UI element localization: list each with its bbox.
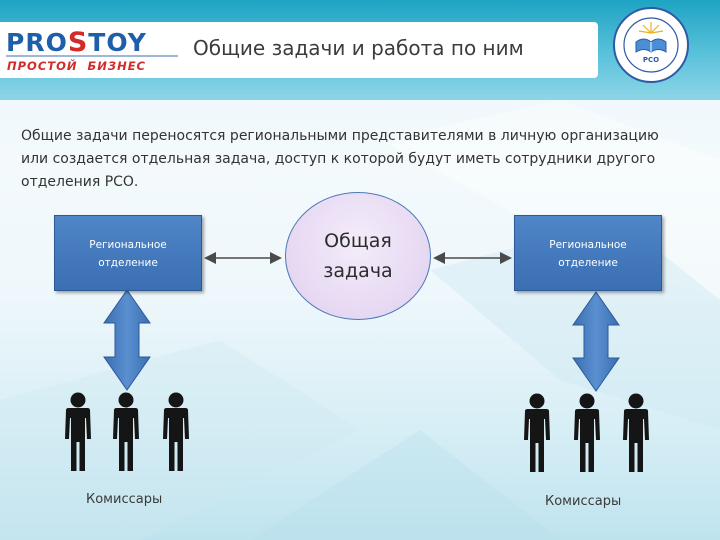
circle-label-line: Общая [324,230,392,252]
box-label-line: отделение [98,257,158,269]
person-icon [574,393,600,472]
commissars-caption-right: Комиссары [545,494,622,509]
box-label-line: Региональное [549,239,627,251]
regional-office-right: Региональное отделение [514,215,662,291]
person-icon [524,393,550,472]
rso-emblem-icon: РСО [613,7,689,83]
logo-divider [6,55,178,57]
box-label-line: отделение [558,257,618,269]
person-icon [623,393,649,472]
regional-office-left: Региональное отделение [54,215,202,291]
description-text: Общие задачи переносятся региональными п… [21,125,691,194]
emblem-text: РСО [643,56,659,64]
person-icon [163,392,189,471]
shared-task-circle: Общая задача [285,192,431,320]
logo-prostoy: PROSTOY [6,27,147,58]
page-title: Общие задачи и работа по ним [193,36,524,60]
box-label-line: Региональное [89,239,167,251]
person-icon [113,392,139,471]
header-title-strip [0,22,598,78]
circle-label-line: задача [323,260,393,282]
commissars-caption-left: Комиссары [86,492,163,507]
person-icon [65,392,91,471]
vertical-arrow-right [572,291,620,392]
description-line: Общие задачи переносятся региональными п… [21,128,659,144]
description-line: или создается отдельная задача, доступ к… [21,151,656,167]
description-line: отделения РСО. [21,174,139,190]
vertical-arrow-left [103,289,151,391]
